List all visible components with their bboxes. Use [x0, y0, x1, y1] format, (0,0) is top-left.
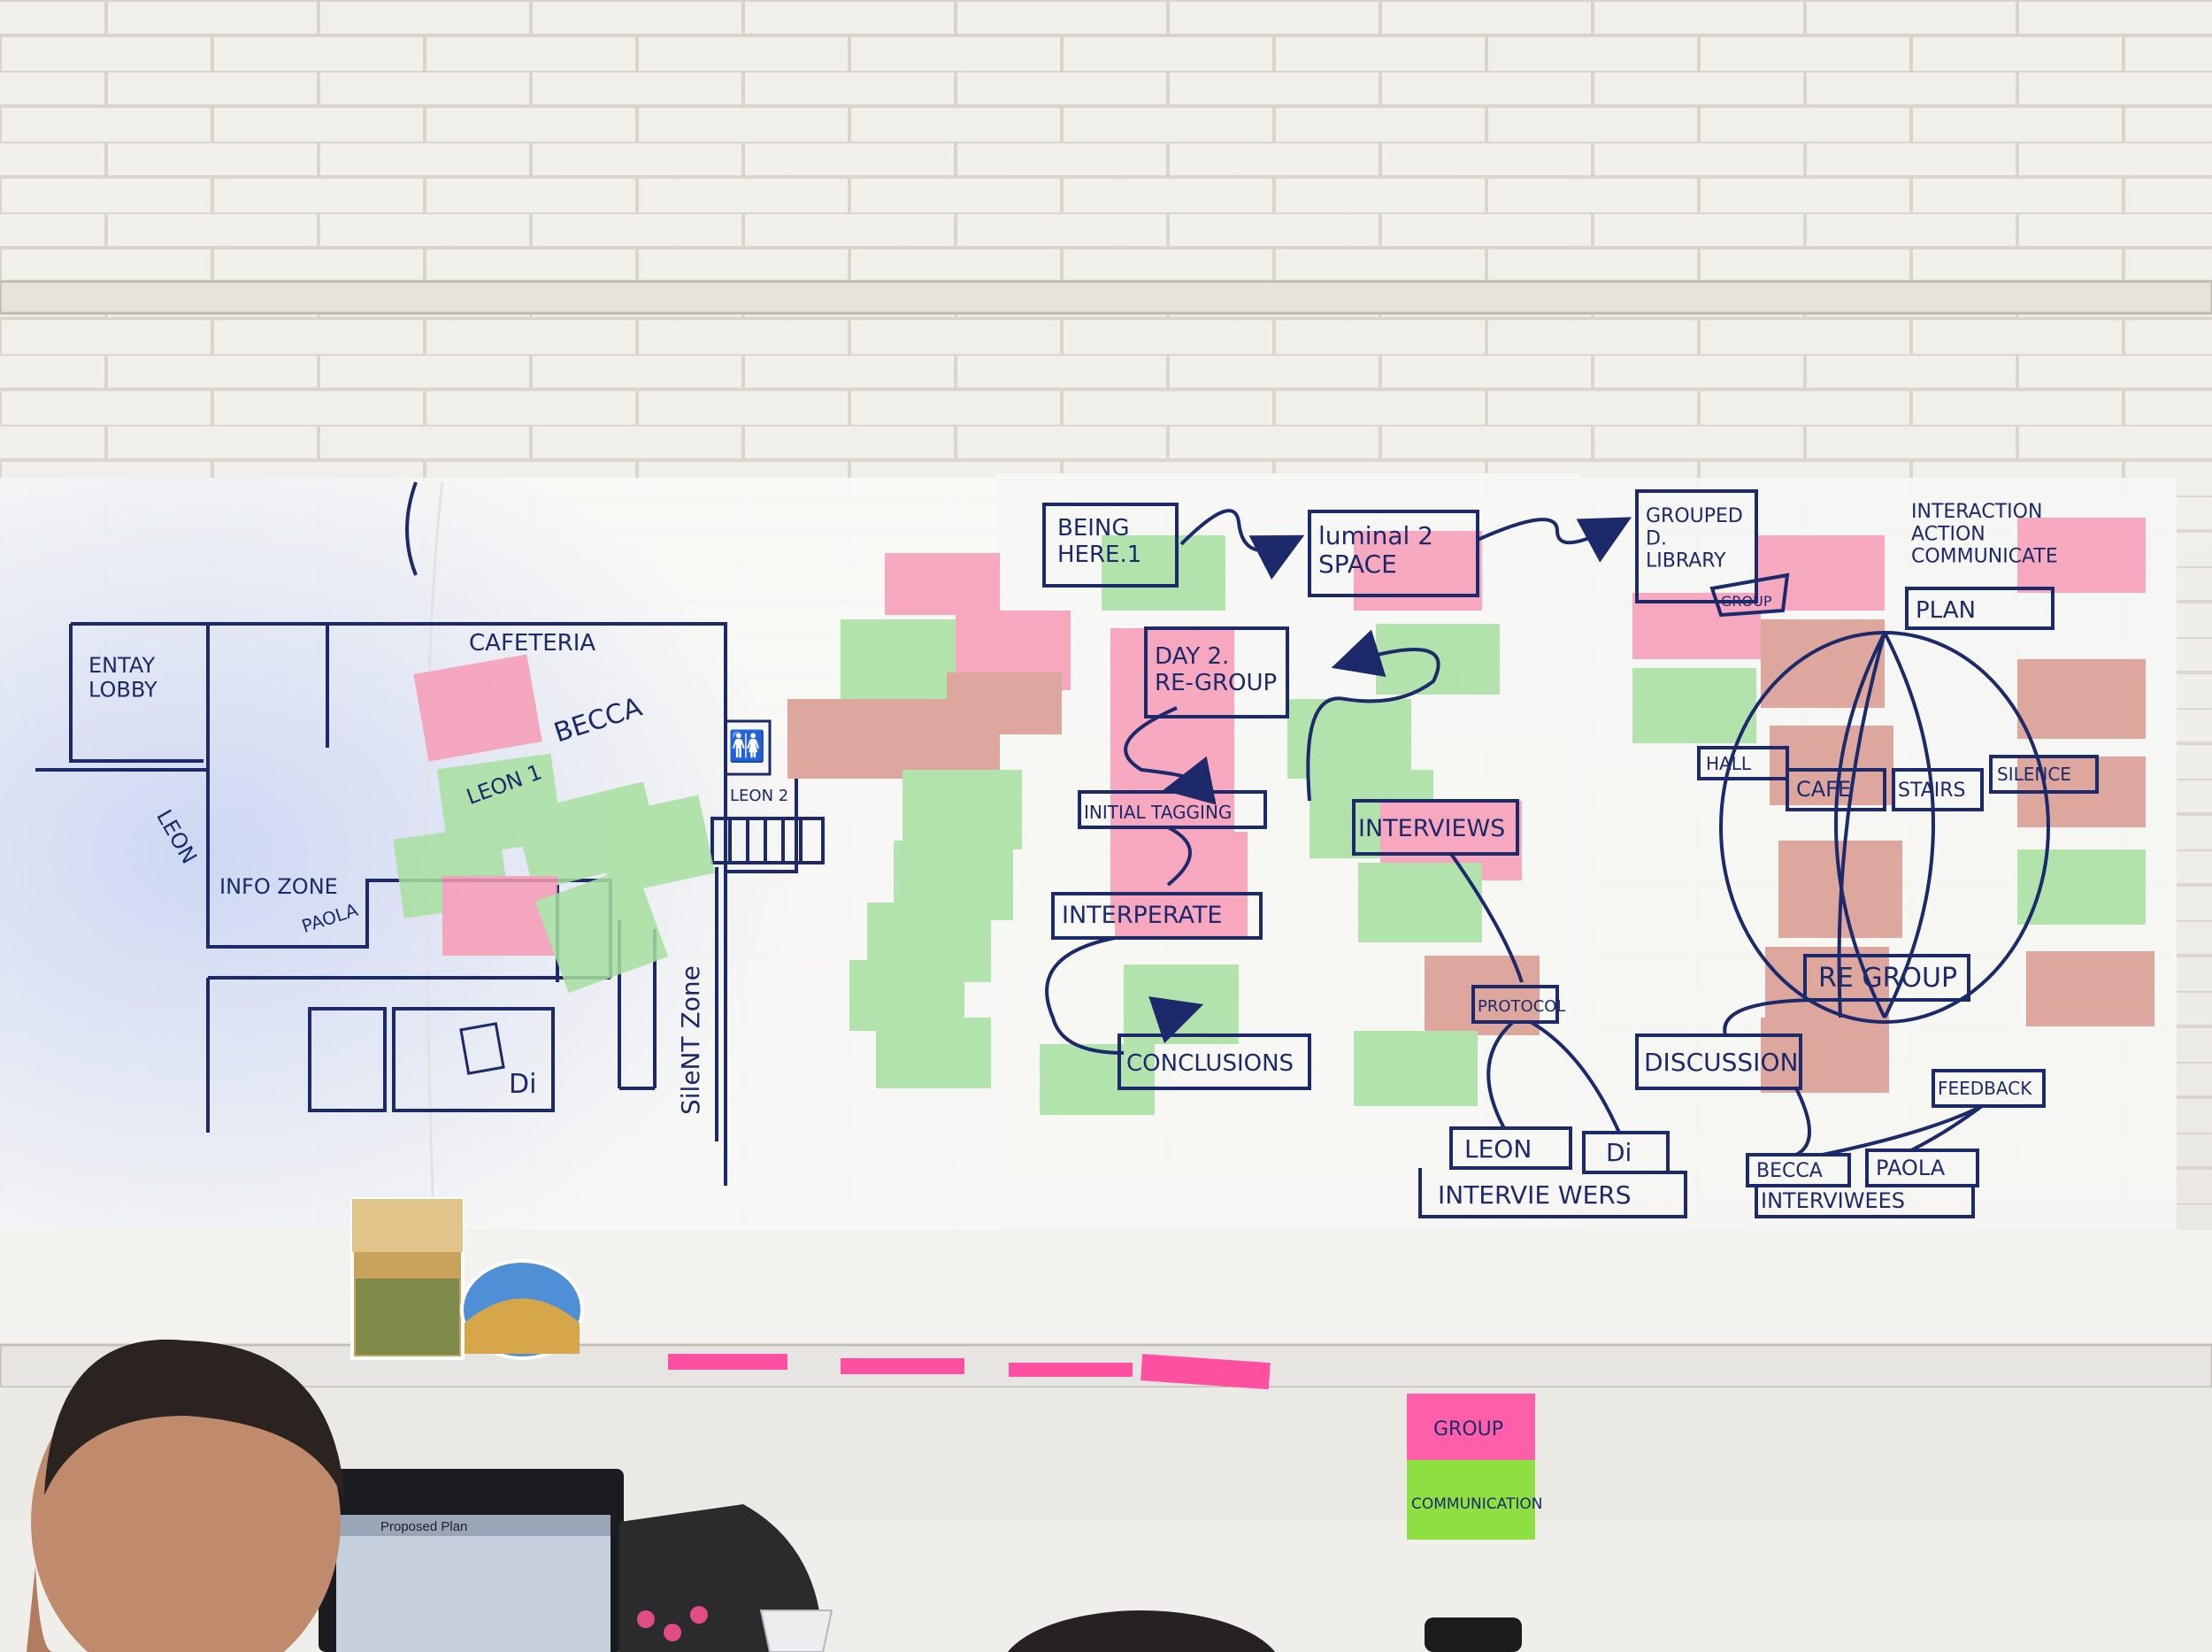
wall-rail: [0, 280, 2212, 315]
svg-text:🚻: 🚻: [728, 729, 765, 765]
leon-2-label: LEON 2: [730, 787, 788, 805]
conclusions-label: CONCLUSIONS: [1126, 1050, 1294, 1077]
protocol-label: PROTOCOL: [1478, 997, 1565, 1016]
laptop-window-title: Proposed Plan: [380, 1519, 467, 1534]
cafe-label: CAFE: [1796, 777, 1851, 802]
person-head-2: [1007, 1610, 1276, 1652]
interviewers-label: INTERVIE WERS: [1438, 1180, 1632, 1210]
toilet-icon: 🚻: [724, 719, 772, 776]
middle-sticky-cluster: [787, 553, 1071, 1088]
sticky-note: [1632, 593, 1761, 659]
interviews-label: INTERVIEWS: [1358, 815, 1505, 842]
person-head: [27, 1339, 345, 1652]
library-diagram: [1635, 489, 2099, 1218]
sticky-note: [1358, 863, 1482, 942]
sticky-note: [885, 553, 1000, 615]
sticky-note: [902, 770, 1022, 849]
interviewees-label: INTERVIWEES: [1761, 1188, 1905, 1213]
sticky-note: [2017, 518, 2146, 593]
becca-interviewee-label: BECCA: [1756, 1160, 1823, 1182]
initial-tagging-label: INITIAL TAGGING: [1084, 802, 1232, 823]
sticky-note: [1632, 668, 1756, 743]
cup: [759, 1610, 833, 1652]
sticky-note: [876, 1018, 991, 1088]
sticky-note: [1354, 1031, 1478, 1106]
communication-note: COMMUNICATION: [1407, 1460, 1542, 1540]
postcards: [350, 1197, 584, 1360]
hall-label: HALL: [1706, 753, 1752, 774]
sticky-note: [1770, 726, 1893, 805]
group-note: GROUP: [1407, 1394, 1535, 1460]
paola-interviewee-label: PAOLA: [1876, 1156, 1946, 1180]
sticky-note: [787, 699, 885, 779]
sticky-note: [1756, 535, 1885, 611]
di-interviewer-label: Di: [1606, 1138, 1632, 1167]
sticky-note: [1124, 964, 1239, 1044]
laptop: Proposed Plan: [319, 1469, 624, 1652]
group-tag-label: GROUP: [1721, 593, 1772, 610]
silence-label: SILENCE: [1997, 764, 2071, 785]
regroup-label: RE GROUP: [1818, 963, 1957, 994]
sticky-note: [2017, 659, 2146, 739]
communication-note-label: COMMUNICATION: [1411, 1495, 1542, 1513]
sticky-note: [1287, 699, 1411, 779]
sticky-note: [1761, 1018, 1889, 1093]
sticky-note: [2026, 951, 2154, 1026]
library-notes: [1632, 518, 2154, 1093]
silent-zone-label: SileNT Zone: [676, 965, 705, 1115]
sticky-note: [1115, 832, 1248, 938]
sticky-note: [2017, 849, 2146, 925]
camera: [1425, 1617, 1522, 1652]
floor-plan-notes: [393, 654, 716, 994]
stairs-label: STAIRS: [1898, 780, 1965, 802]
info-zone-label: INFO ZONE: [219, 874, 338, 899]
interperate-label: INTERPERATE: [1062, 902, 1222, 929]
book-icon: [459, 1022, 505, 1075]
sticky-note: [534, 864, 669, 994]
process-diagram: [1042, 503, 1687, 1218]
leon-interviewer-label: LEON: [1464, 1134, 1532, 1164]
sticky-note: [841, 619, 956, 699]
ledge-pink-notes: [668, 1354, 1271, 1390]
feedback-label: FEEDBACK: [1938, 1078, 2032, 1099]
discussion-label: DISCUSSION: [1644, 1048, 1798, 1077]
di-label: Di: [509, 1069, 536, 1100]
plan-label: PLAN: [1916, 597, 1976, 624]
sticky-note: [442, 876, 557, 956]
sticky-note: [413, 654, 542, 762]
day2-regroup-label: DAY 2.RE-GROUP: [1155, 643, 1277, 696]
sticky-note: [1040, 1044, 1155, 1115]
sticky-note: [947, 672, 1062, 734]
cafeteria-label: CAFETERIA: [469, 630, 595, 657]
sticky-note: [1102, 535, 1225, 611]
group-note-label: GROUP: [1433, 1418, 1503, 1441]
